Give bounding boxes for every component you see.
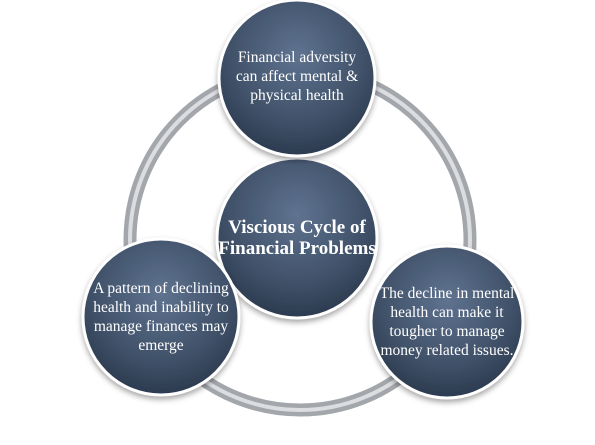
top-node xyxy=(217,0,377,158)
top-node-label: Financial adversity can affect mental & … xyxy=(235,48,359,104)
center-node xyxy=(215,156,379,320)
left-node-label: A pattern of declining health and inabil… xyxy=(93,280,229,354)
center-node-label: Viscious Cycle of Financial Problems xyxy=(218,217,376,259)
right-node-label: The decline in mental health can make it… xyxy=(379,285,515,359)
right-node xyxy=(369,244,525,400)
left-node xyxy=(81,237,241,397)
